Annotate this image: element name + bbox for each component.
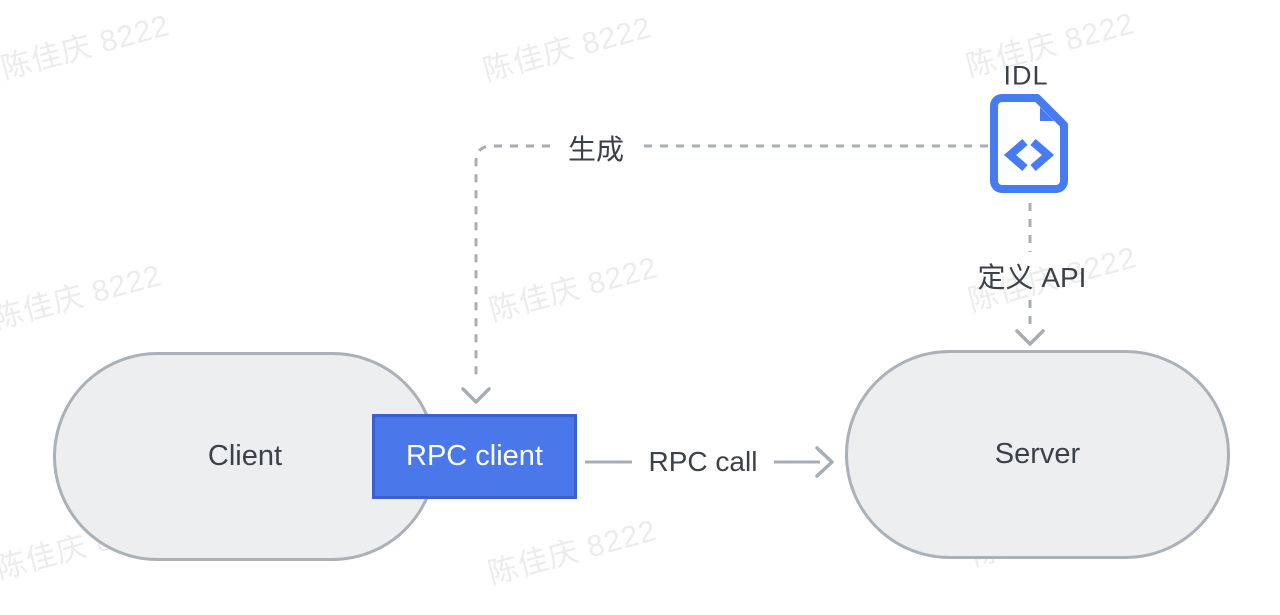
- edge-define-api-label: 定义 API: [977, 262, 1087, 293]
- code-file-icon: [990, 94, 1068, 193]
- edge-generate-arrowhead: [461, 387, 491, 404]
- node-rpc-client: RPC client: [372, 414, 577, 499]
- node-server: Server: [845, 350, 1230, 559]
- edge-generate-label: 生成: [567, 134, 625, 165]
- rpc-client-label: RPC client: [406, 440, 543, 472]
- edge-rpc-call-arrowhead: [815, 446, 834, 478]
- edge-rpc-call-label: RPC call: [648, 446, 758, 477]
- client-label: Client: [207, 440, 283, 472]
- idl-label: IDL: [1003, 60, 1049, 91]
- edge-define-api-arrowhead: [1015, 329, 1045, 346]
- edge-generate-line-left-down: [474, 144, 550, 382]
- chevron-left-glyph: [1003, 138, 1028, 172]
- folded-corner: [1040, 107, 1054, 121]
- server-label: Server: [994, 438, 1081, 470]
- chevron-right-glyph: [1030, 138, 1055, 172]
